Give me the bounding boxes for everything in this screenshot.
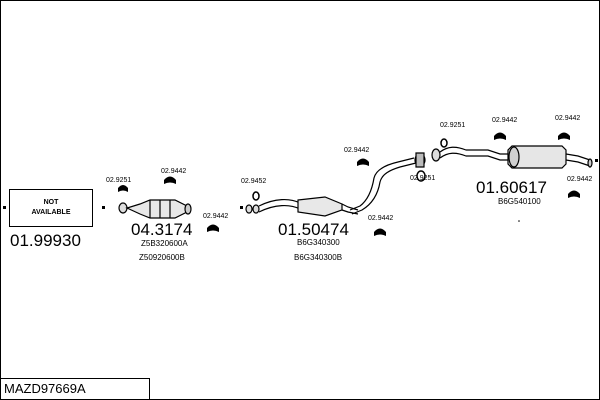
part-number-2: 01.50474 <box>278 220 349 239</box>
not-available-line2: AVAILABLE <box>31 209 71 216</box>
fitting-label: 02.9442 <box>555 115 581 122</box>
dot-marker <box>518 220 520 222</box>
oe-ref-1b: Z50920600B <box>139 253 185 262</box>
part-number-3: 01.60617 <box>476 178 547 197</box>
part-number-0: 01.99930 <box>10 231 81 250</box>
clamp-icon <box>494 132 580 198</box>
muffler-icon <box>431 145 593 169</box>
center-muffler-icon <box>245 196 359 217</box>
fitting-label: 02.9442 <box>492 117 518 124</box>
connector-marker <box>3 206 6 209</box>
clamp-icon <box>118 176 219 232</box>
fitting-label: 02.9442 <box>368 215 394 222</box>
clamp-icon <box>357 158 386 236</box>
fitting-label: 02.9442 <box>567 176 593 183</box>
intermediate-pipe-icon <box>349 152 426 215</box>
oe-ref-2b: B6G340300B <box>294 253 343 262</box>
gasket-icon <box>252 191 260 201</box>
fitting-label: 02.9251 <box>106 177 132 184</box>
fitting-label: 02.9251 <box>410 175 436 182</box>
fitting-label: 02.9442 <box>344 147 370 154</box>
gasket-icon <box>416 170 426 182</box>
catalytic-converter-icon <box>118 199 192 219</box>
not-available-box: NOT AVAILABLE <box>9 189 93 227</box>
title-box: MAZD97669A <box>0 378 150 399</box>
not-available-line1: NOT <box>43 199 59 206</box>
oe-ref-3a: B6G540100 <box>498 197 541 206</box>
connector-marker <box>102 206 105 209</box>
connector-marker <box>240 206 243 209</box>
oe-ref-2a: B6G340300 <box>297 238 340 247</box>
diagram-title: MAZD97669A <box>4 381 86 396</box>
fitting-label: 02.9442 <box>161 168 187 175</box>
gasket-icon <box>440 138 448 148</box>
fitting-label: 02.9442 <box>203 213 229 220</box>
connector-marker <box>595 159 598 162</box>
fitting-label: 02.9251 <box>440 122 466 129</box>
oe-ref-1a: Z5B320600A <box>141 239 188 248</box>
part-number-1: 04.3174 <box>131 220 193 239</box>
fitting-label: 02.9452 <box>241 178 267 185</box>
